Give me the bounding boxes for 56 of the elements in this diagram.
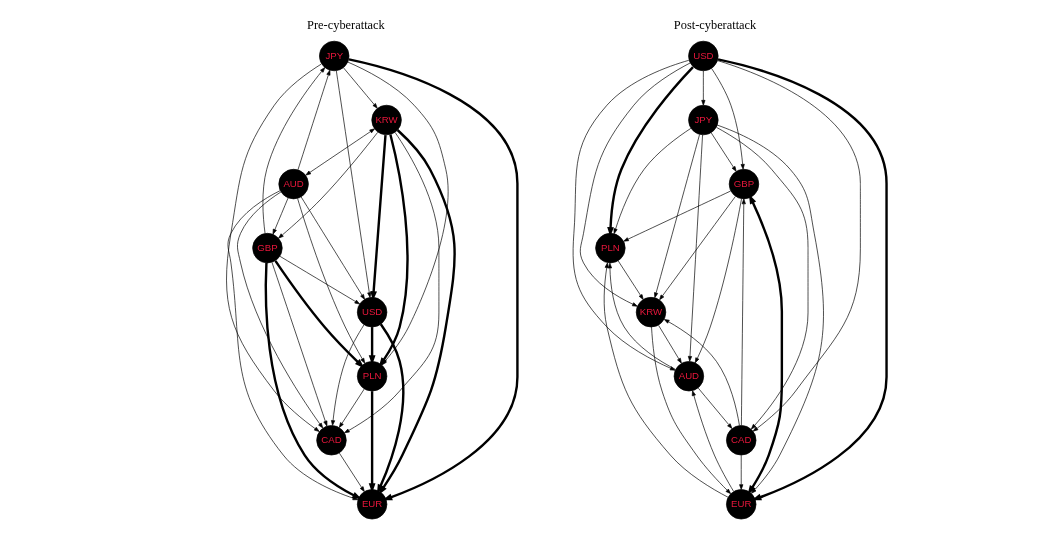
node-circle: USD	[687, 40, 718, 72]
arrow	[377, 129, 456, 495]
arrow	[277, 131, 378, 239]
arrow	[717, 58, 888, 501]
arrow	[297, 69, 330, 171]
arrow	[603, 262, 728, 498]
arrow	[613, 127, 691, 235]
arrow	[700, 70, 705, 106]
arrow	[697, 387, 732, 429]
arrow	[335, 70, 371, 298]
arrow	[710, 68, 745, 170]
arrow	[338, 388, 365, 428]
arrow	[304, 128, 375, 176]
node-circle: EUR	[356, 489, 387, 520]
arrow	[272, 197, 288, 235]
arrow	[342, 67, 378, 109]
arrow	[716, 124, 824, 494]
arrow	[279, 255, 360, 305]
arrow	[606, 66, 694, 237]
arrow	[262, 67, 325, 234]
arrow	[738, 454, 743, 490]
arrow	[607, 262, 676, 370]
node-circle: JPY	[687, 104, 718, 136]
arrow	[622, 190, 731, 242]
arrow	[572, 59, 689, 371]
arrow	[687, 134, 703, 362]
arrow	[663, 319, 740, 426]
arrow	[657, 324, 682, 364]
node-circle: USD	[356, 297, 387, 328]
arrow	[617, 260, 644, 300]
node-circle: PLN	[594, 232, 626, 264]
arrow	[747, 194, 783, 495]
arrow	[715, 127, 808, 430]
arrow	[376, 323, 404, 495]
arrow	[653, 134, 700, 298]
arrow	[650, 326, 731, 494]
arrow	[338, 452, 365, 492]
arrow	[658, 196, 736, 301]
node-circle: AUD	[673, 361, 704, 392]
arrow	[236, 191, 323, 429]
arrow	[579, 62, 690, 307]
arrow	[710, 132, 737, 172]
arrow	[225, 63, 322, 432]
arrow	[343, 131, 439, 434]
arrow	[368, 327, 375, 365]
arrow	[300, 196, 365, 300]
arrow	[273, 260, 364, 369]
arrow	[740, 198, 746, 426]
arrow	[271, 262, 327, 427]
arrow	[691, 390, 734, 492]
arrow	[296, 198, 365, 364]
arrow	[716, 60, 861, 432]
arrow	[330, 324, 364, 426]
node-circle: KRW	[635, 297, 666, 328]
arrow	[694, 198, 742, 364]
arrow	[369, 134, 387, 301]
